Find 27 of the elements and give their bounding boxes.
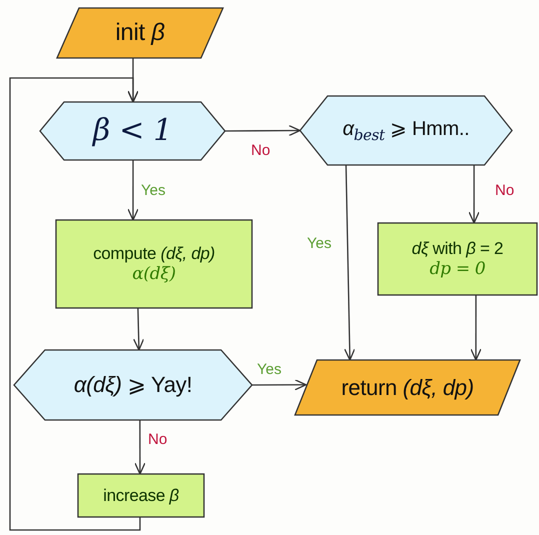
process-box [78,474,204,517]
node-label: β < 1 [92,112,172,150]
node-label: compute (dξ, dp) [93,242,215,264]
process-box [56,220,252,308]
node-label: init β [115,18,165,48]
arrow [252,379,307,390]
node-label: α(dξ) ⩾ Yay! [74,371,192,399]
arrow [470,295,482,361]
decision-hexagon [40,102,225,160]
arrow [133,308,144,351]
io-parallelogram [295,360,520,415]
arrow [344,164,356,361]
node-label: return (dξ, dp) [341,374,474,402]
arrow [468,165,480,224]
arrow [134,420,146,475]
node-label: increase β [103,484,179,506]
node-label: dξ with β = 2 [412,238,504,259]
decision-hexagon [14,350,252,420]
process-box [378,223,537,295]
node-label: α$_{best}$ ⩾ Hmm.. [342,116,470,144]
node-label: dp = 0 [430,259,486,280]
decision-hexagon [300,96,512,165]
io-parallelogram [57,8,223,58]
arrow [127,160,139,221]
node-label: α(dξ) [132,264,176,286]
arrow [225,124,301,136]
arrow [9,77,141,531]
